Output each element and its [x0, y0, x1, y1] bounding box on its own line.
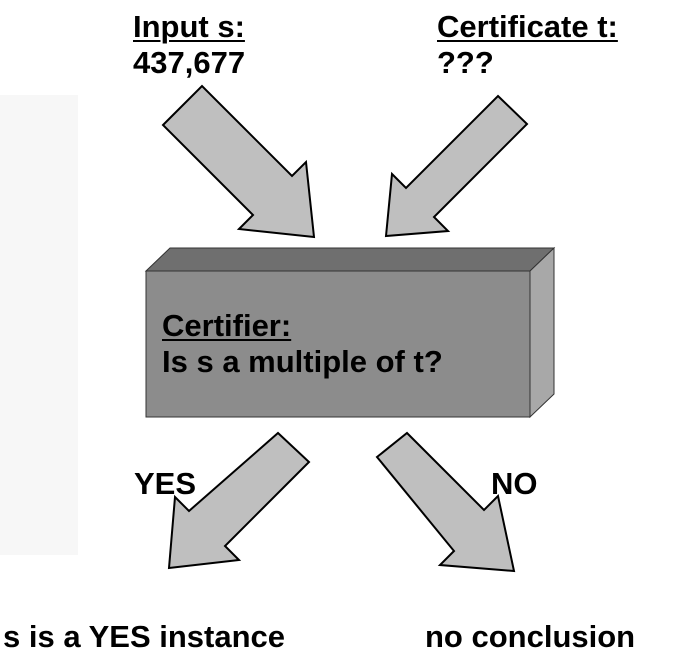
certifier-box-front [145, 270, 531, 418]
certifier-title: Certifier: [162, 308, 292, 343]
yes-result-text: s is a YES instance [3, 619, 286, 654]
yes-branch-label: YES [134, 466, 197, 501]
certifier-question: Is s a multiple of t? [162, 344, 443, 379]
input-arrow [161, 84, 316, 239]
input-title: Input s: [133, 9, 245, 44]
certificate-arrow [384, 94, 529, 238]
no-result-text: no conclusion [425, 619, 636, 654]
certifier-text: Certifier: Is s a multiple of t? [162, 308, 443, 380]
input-value: 437,677 [133, 45, 246, 80]
certifier-box-top [144, 247, 556, 272]
input-block: Input s: 437,677 [133, 9, 245, 81]
certificate-title: Certificate t: [437, 9, 618, 44]
no-arrow [375, 431, 516, 573]
certificate-value: ??? [437, 45, 494, 80]
yes-arrow [167, 431, 311, 570]
certificate-block: Certificate t: ??? [437, 9, 618, 81]
background-shade [0, 95, 78, 555]
certifier-box-side [529, 246, 555, 419]
no-branch-label: NO [491, 466, 538, 501]
